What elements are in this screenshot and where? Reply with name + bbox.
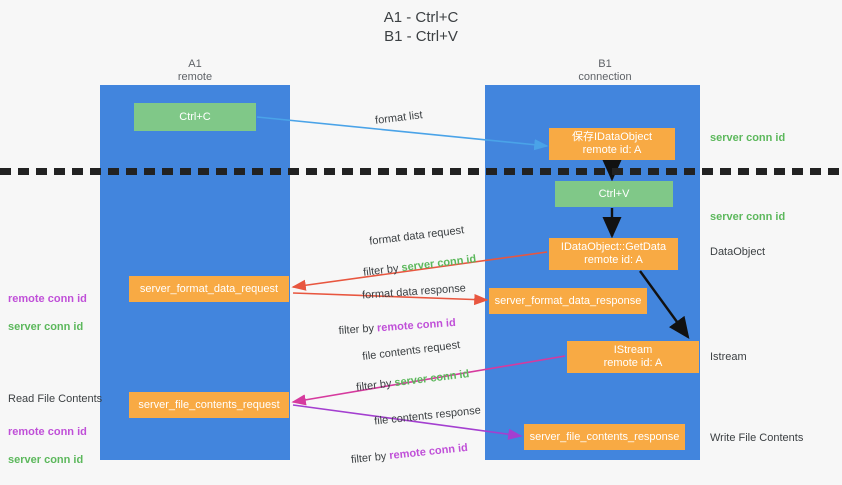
side-label-server-conn-id-mid: server conn id [710, 211, 786, 223]
filter-by-text-1: filter by [362, 262, 403, 279]
edge-filter-file-contents-response: filter by remote conn id [349, 427, 469, 467]
label-server-conn-id: server conn id [8, 321, 84, 333]
label-server-conn-id-2: server conn id [8, 454, 84, 466]
node-istream[interactable]: IStream remote id: A [567, 341, 699, 373]
node-server-file-contents-request[interactable]: server_file_contents_request [129, 392, 289, 418]
column-header-b1: B1 connection [578, 58, 632, 83]
filter-by-text-3: filter by [355, 377, 396, 394]
column-header-a1: A1 remote [177, 58, 213, 83]
filter-remote-conn-id-2: remote conn id [388, 441, 469, 463]
node-idataobject-getdata[interactable]: IDataObject::GetData remote id: A [549, 238, 678, 270]
edge-label-format-list: format list [374, 109, 424, 127]
label-remote-conn-id: remote conn id [8, 293, 87, 305]
side-label-write-file-contents: Write File Contents [710, 432, 804, 444]
side-label-conn-ids-lower: remote conn id server conn id [8, 411, 87, 467]
phase-divider [0, 168, 842, 175]
edge-label-file-contents-response: file contents response [373, 404, 482, 428]
node-ctrl-v[interactable]: Ctrl+V [555, 181, 673, 207]
node-server-file-contents-response[interactable]: server_file_contents_response [524, 424, 685, 450]
filter-by-text-4: filter by [350, 450, 390, 467]
node-idataobject[interactable]: 保存IDataObject remote id: A [549, 128, 675, 160]
side-label-read-file-contents: Read File Contents [8, 393, 103, 405]
page-title: A1 - Ctrl+C B1 - Ctrl+V [383, 9, 459, 45]
filter-remote-conn-id-1: remote conn id [376, 316, 457, 335]
side-label-conn-ids-upper: remote conn id server conn id [8, 278, 87, 334]
edge-filter-format-data-response: filter by remote conn id [337, 302, 456, 338]
node-ctrl-c[interactable]: Ctrl+C [134, 103, 256, 131]
side-label-server-conn-id-top: server conn id [710, 132, 786, 144]
filter-by-text-2: filter by [338, 322, 378, 338]
side-label-istream: Istream [710, 351, 747, 363]
edge-label-format-data-response: format data response [361, 282, 467, 302]
label-remote-conn-id-2: remote conn id [8, 426, 87, 438]
node-server-format-data-request[interactable]: server_format_data_request [129, 276, 289, 302]
side-label-dataobject: DataObject [710, 246, 766, 258]
node-server-format-data-response[interactable]: server_format_data_response [489, 288, 647, 314]
filter-server-conn-id-2: server conn id [393, 368, 470, 390]
filter-server-conn-id-1: server conn id [400, 253, 477, 275]
